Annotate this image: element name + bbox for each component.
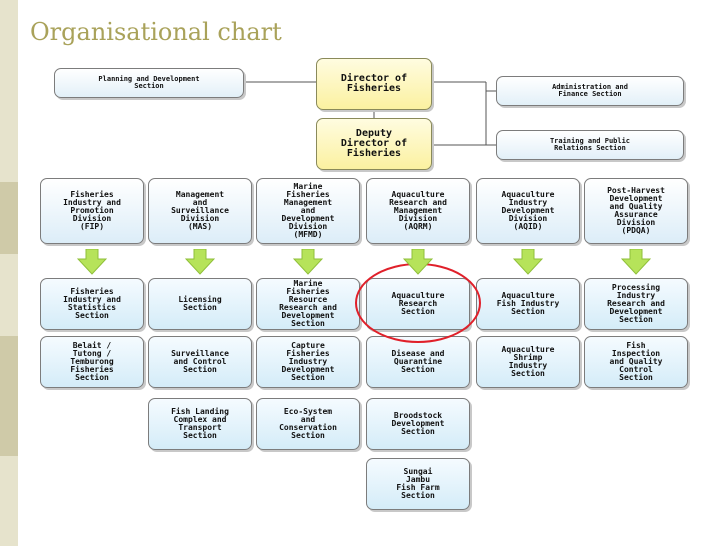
admin-finance-box: Administration and Finance Section bbox=[496, 76, 684, 106]
division-box: Management and Surveillance Division (MA… bbox=[148, 178, 252, 244]
down-arrow-icon bbox=[621, 249, 651, 275]
down-arrow-icon bbox=[293, 249, 323, 275]
org-chart: Planning and Development Section Directo… bbox=[34, 52, 694, 546]
deputy-director-box: Deputy Director of Fisheries bbox=[316, 118, 432, 170]
director-box: Director of Fisheries bbox=[316, 58, 432, 110]
section-box: Belait / Tutong / Temburong Fisheries Se… bbox=[40, 336, 144, 388]
down-arrow-icon bbox=[77, 249, 107, 275]
left-decor-segment bbox=[0, 182, 18, 254]
down-arrow-icon bbox=[185, 249, 215, 275]
section-box: Processing Industry Research and Develop… bbox=[584, 278, 688, 330]
section-box: Aquaculture Fish Industry Section bbox=[476, 278, 580, 330]
down-arrow-icon bbox=[403, 249, 433, 275]
division-box: Aquaculture Research and Management Divi… bbox=[366, 178, 470, 244]
section-box: Broodstock Development Section bbox=[366, 398, 470, 450]
section-box: Surveillance and Control Section bbox=[148, 336, 252, 388]
training-relations-box: Training and Public Relations Section bbox=[496, 130, 684, 160]
left-decor-bar bbox=[0, 0, 18, 546]
left-decor-segment bbox=[0, 336, 18, 456]
section-box: Aquaculture Shrimp Industry Section bbox=[476, 336, 580, 388]
planning-section-box: Planning and Development Section bbox=[54, 68, 244, 98]
division-box: Marine Fisheries Management and Developm… bbox=[256, 178, 360, 244]
down-arrow-icon bbox=[513, 249, 543, 275]
section-box: Licensing Section bbox=[148, 278, 252, 330]
connector-lines bbox=[244, 81, 496, 146]
section-box: Marine Fisheries Resource Research and D… bbox=[256, 278, 360, 330]
section-box: Sungai Jambu Fish Farm Section bbox=[366, 458, 470, 510]
section-box: Fisheries Industry and Statistics Sectio… bbox=[40, 278, 144, 330]
slide-title: Organisational chart bbox=[30, 18, 282, 46]
division-box: Aquaculture Industry Development Divisio… bbox=[476, 178, 580, 244]
section-box: Aquaculture Research Section bbox=[366, 278, 470, 330]
division-box: Post-Harvest Development and Quality Ass… bbox=[584, 178, 688, 244]
division-box: Fisheries Industry and Promotion Divisio… bbox=[40, 178, 144, 244]
section-box: Disease and Quarantine Section bbox=[366, 336, 470, 388]
section-box: Fish Landing Complex and Transport Secti… bbox=[148, 398, 252, 450]
section-box: Capture Fisheries Industry Development S… bbox=[256, 336, 360, 388]
section-box: Eco-System and Conservation Section bbox=[256, 398, 360, 450]
section-box: Fish Inspection and Quality Control Sect… bbox=[584, 336, 688, 388]
